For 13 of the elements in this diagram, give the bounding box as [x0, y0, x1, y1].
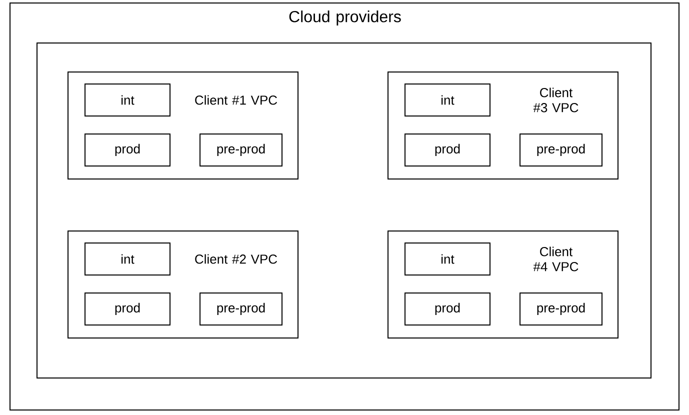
environment-box: pre-prod	[200, 134, 282, 166]
environment-box: int	[404, 84, 490, 116]
environment-box: prod	[84, 134, 170, 166]
environment-box: int	[84, 242, 170, 276]
environment-box: pre-prod	[520, 292, 602, 326]
environment-box: int	[84, 84, 170, 116]
region-box	[36, 42, 652, 378]
environment-box: pre-prod	[520, 134, 602, 166]
environment-box: prod	[404, 134, 490, 166]
environment-box: prod	[404, 292, 490, 326]
environment-box: int	[404, 242, 490, 276]
environment-box: prod	[84, 292, 170, 326]
environment-box: pre-prod	[200, 292, 282, 326]
